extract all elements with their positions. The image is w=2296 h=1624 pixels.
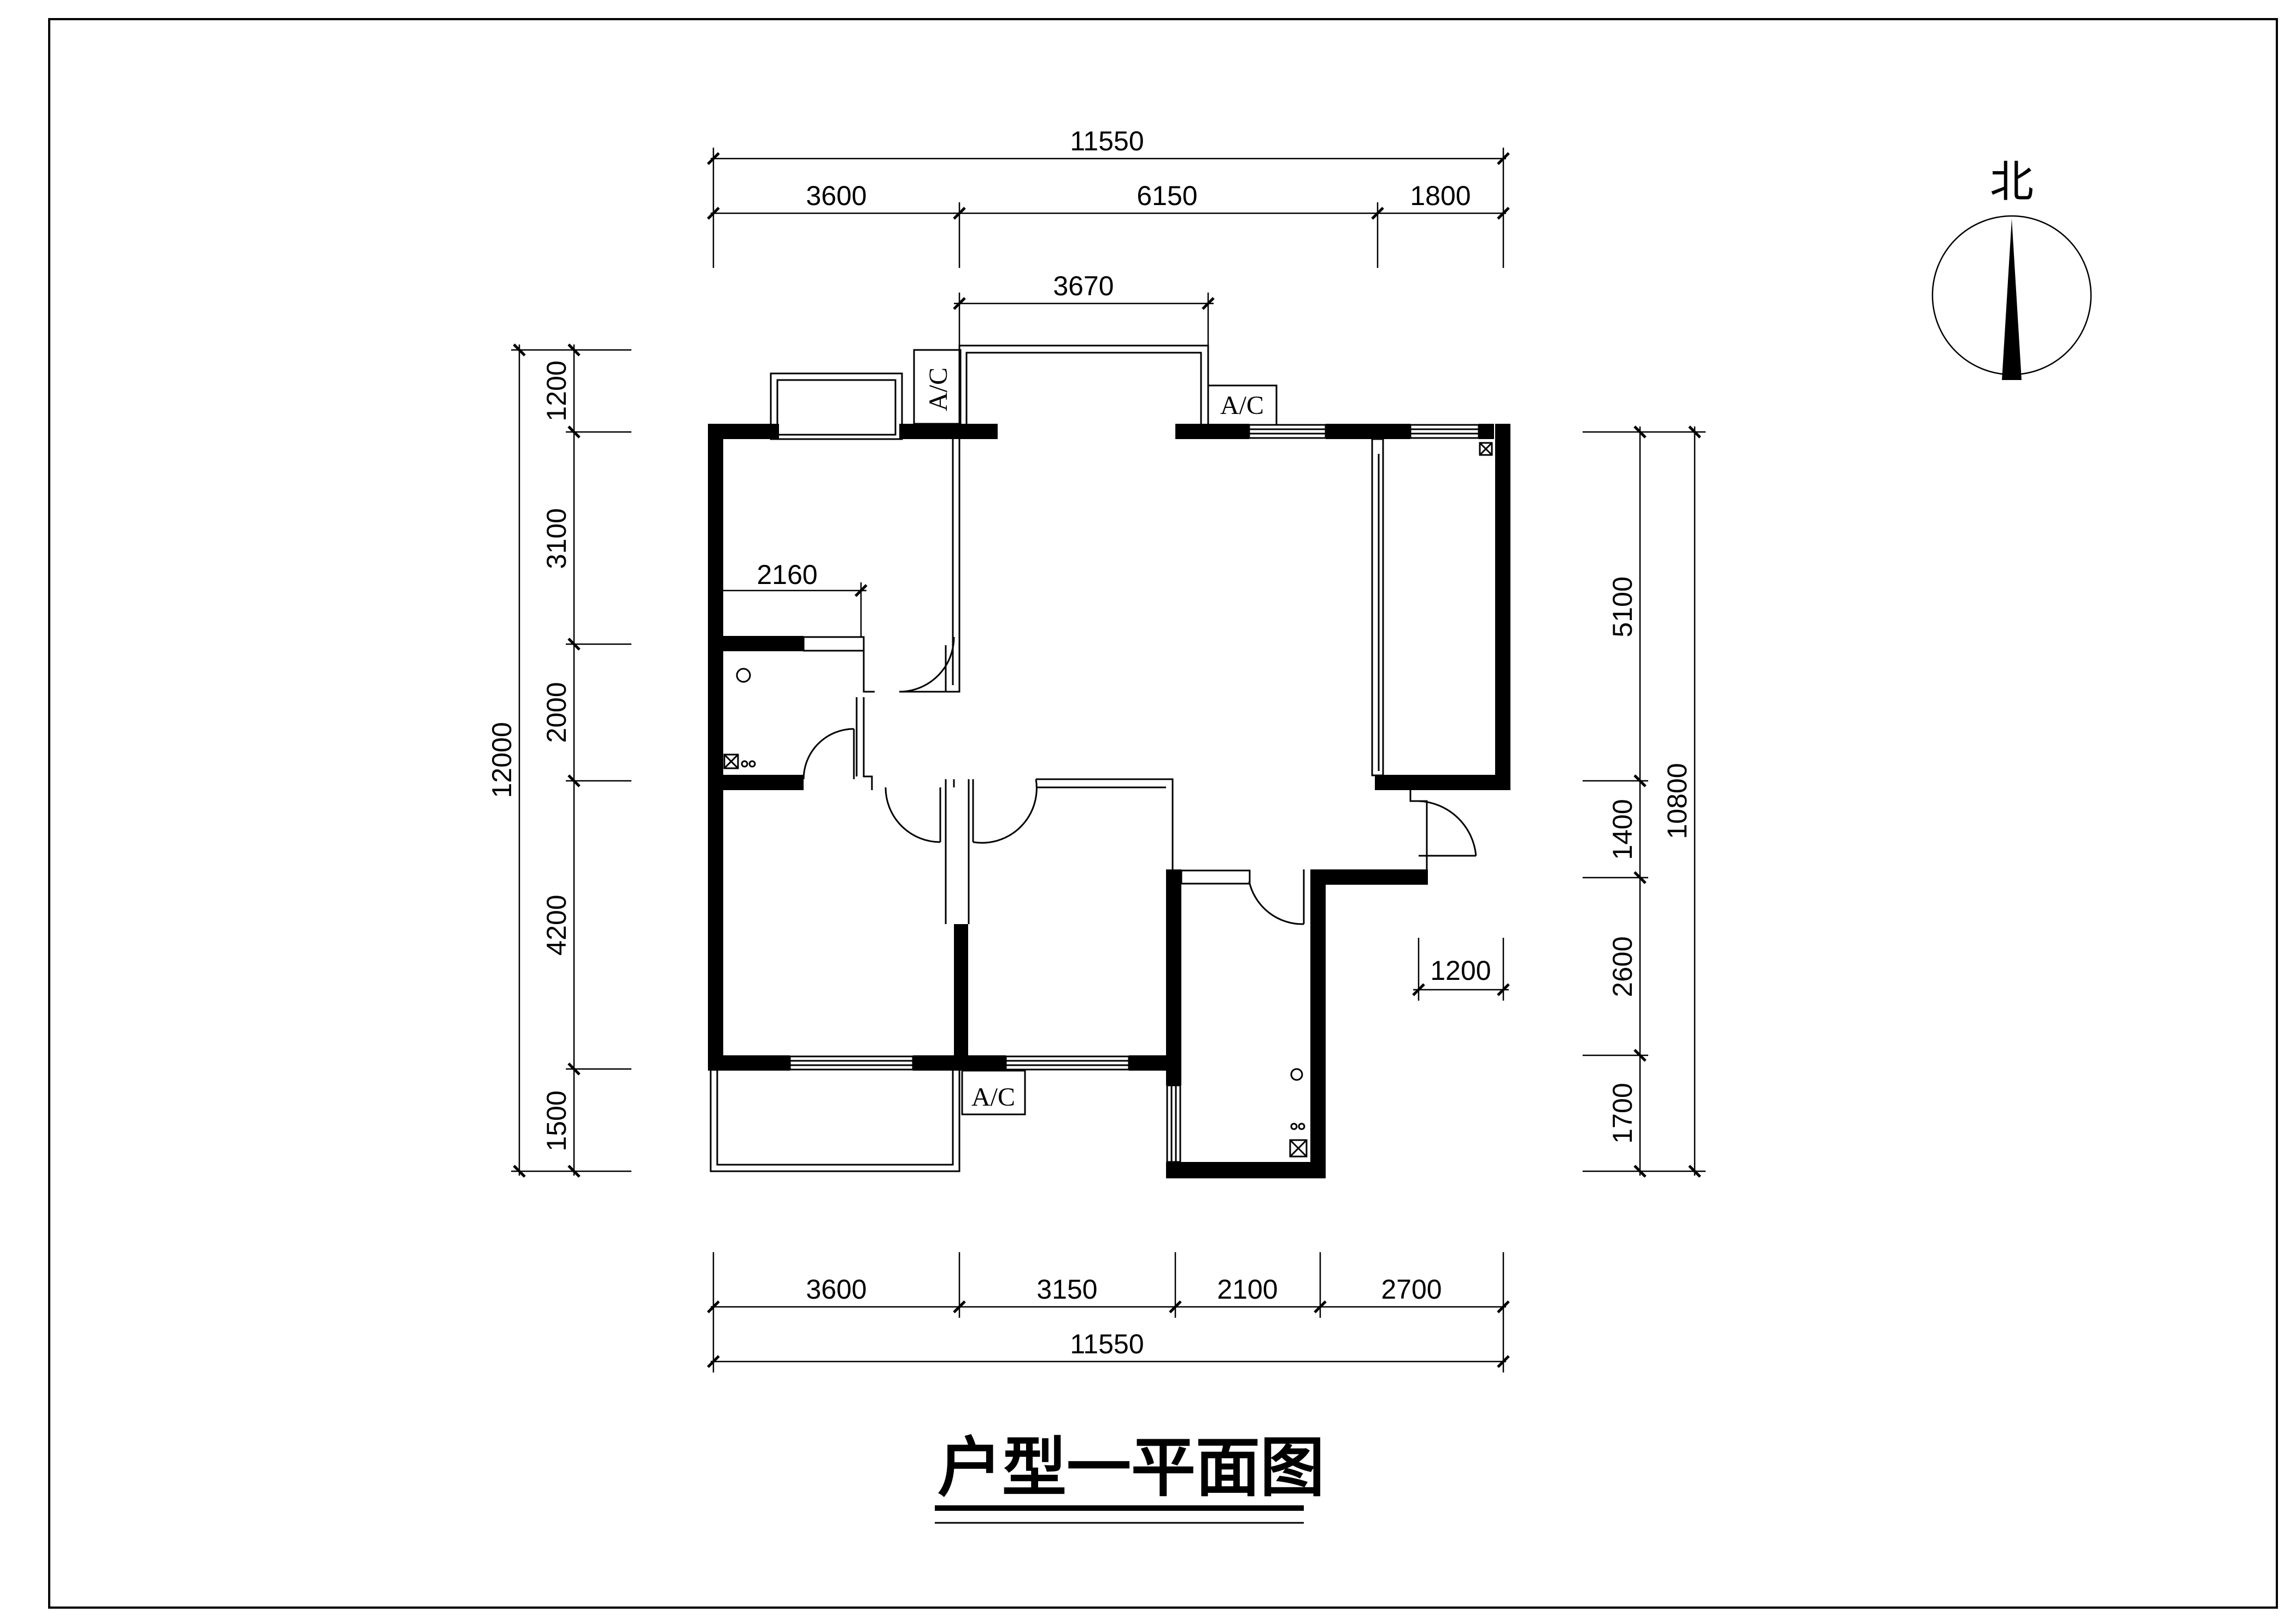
dim-right-seg-3: 2600 bbox=[1607, 936, 1638, 997]
dimension-inner-2160: 2160 bbox=[711, 559, 868, 637]
title-text: 户型一平面图 bbox=[938, 1430, 1325, 1505]
north-arrow-icon bbox=[2002, 219, 2022, 380]
dim-left-seg-1: 1200 bbox=[541, 360, 572, 421]
dim-top-inner: 3670 bbox=[1053, 271, 1114, 301]
dim-inner-1200: 1200 bbox=[1430, 955, 1491, 986]
dim-bottom-seg-3: 2100 bbox=[1217, 1274, 1278, 1305]
dim-top-seg-2: 6150 bbox=[1137, 180, 1197, 211]
dimension-inner-1200: 1200 bbox=[1412, 938, 1510, 1001]
sheet-border bbox=[48, 18, 2278, 1609]
ac-label-top-left: A/C bbox=[924, 367, 953, 411]
dim-right-seg-2: 1400 bbox=[1607, 799, 1638, 860]
dim-right-seg-1: 5100 bbox=[1607, 576, 1638, 637]
doors bbox=[803, 636, 1477, 925]
thin-lines bbox=[710, 344, 1480, 1172]
dim-bottom-seg-2: 3150 bbox=[1036, 1274, 1097, 1305]
dim-inner-2160: 2160 bbox=[757, 559, 817, 590]
dim-bottom-seg-1: 3600 bbox=[806, 1274, 866, 1305]
dimension-bottom: 3600 3150 2100 2700 11550 bbox=[707, 1252, 1510, 1372]
dim-left-seg-2: 3100 bbox=[541, 508, 572, 569]
dim-left-seg-5: 1500 bbox=[541, 1090, 572, 1151]
dim-top-seg-1: 3600 bbox=[806, 180, 866, 211]
dimension-right: 5100 1400 2600 1700 10800 bbox=[1583, 425, 1706, 1178]
dim-bottom-total: 11550 bbox=[1070, 1329, 1144, 1359]
dim-bottom-seg-4: 2700 bbox=[1381, 1274, 1442, 1305]
north-arrow: 北 bbox=[1931, 156, 2092, 380]
dim-left-total: 12000 bbox=[487, 722, 517, 798]
dim-left-seg-3: 2000 bbox=[541, 682, 572, 743]
dim-top-seg-3: 1800 bbox=[1410, 180, 1471, 211]
dim-right-seg-4: 1700 bbox=[1607, 1083, 1638, 1143]
north-label: 北 bbox=[1990, 156, 2034, 207]
drawing-title: 户型一平面图 bbox=[935, 1430, 1325, 1524]
ac-label-bottom: A/C bbox=[971, 1083, 1015, 1112]
fixtures bbox=[723, 442, 1493, 1158]
dim-right-total: 10800 bbox=[1662, 763, 1692, 839]
dimension-left: 12000 1200 3100 2000 4200 1500 bbox=[487, 343, 631, 1178]
walls bbox=[708, 424, 1510, 1178]
dim-left-seg-4: 4200 bbox=[541, 895, 572, 955]
dimension-top: 11550 3600 6150 1800 3670 bbox=[707, 126, 1510, 350]
dim-top-total: 11550 bbox=[1070, 126, 1144, 156]
ac-label-top-right: A/C bbox=[1220, 391, 1264, 420]
